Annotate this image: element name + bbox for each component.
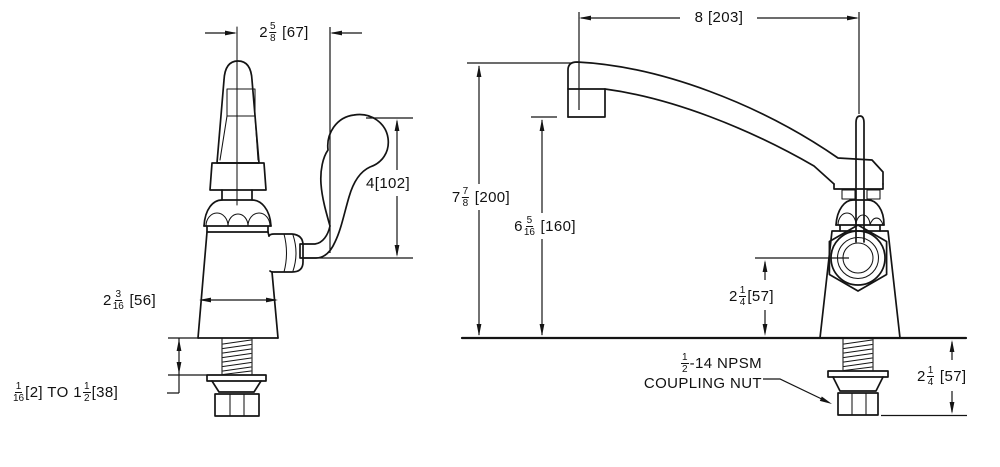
- left-bonnet: [203, 199, 272, 233]
- left-spout-front: [216, 60, 260, 164]
- left-washer: [206, 374, 267, 393]
- right-washer: [827, 370, 889, 392]
- left-mounting-nut: [214, 393, 260, 417]
- dim-handle-height-lines: [303, 117, 413, 259]
- right-body: [819, 230, 901, 339]
- left-view: [197, 26, 390, 417]
- right-spout-nozzle: [567, 88, 606, 118]
- dim-spout-reach-lines: [578, 12, 860, 114]
- coupling-nut-leader-line: [763, 378, 832, 404]
- left-handle-hub: [268, 233, 304, 273]
- right-shank-threads: [842, 337, 874, 372]
- dimension-annotations: [167, 12, 967, 417]
- left-body: [197, 231, 279, 339]
- right-handle-blade: [855, 115, 865, 243]
- left-wrist-blade-handle: [299, 113, 390, 259]
- right-swing-spout: [567, 61, 884, 200]
- dim-spout-reach-label: 8 [203]: [694, 9, 744, 26]
- dim-deck-range-lines: [167, 337, 207, 394]
- dim-shank-length-lines: [881, 340, 967, 417]
- dim-handle-center-height-lines: [755, 257, 849, 336]
- left-shank-threads: [221, 337, 253, 376]
- dim-overall-height-lines: [467, 62, 572, 336]
- dim-spout-height-lines: [531, 116, 557, 336]
- dim-top-width-lines: [205, 27, 362, 253]
- right-coupling-nut: [837, 392, 879, 416]
- left-collar: [209, 162, 267, 201]
- dim-handle-height-label: 4[102]: [366, 175, 411, 192]
- dim-body-width-lines: [199, 297, 278, 303]
